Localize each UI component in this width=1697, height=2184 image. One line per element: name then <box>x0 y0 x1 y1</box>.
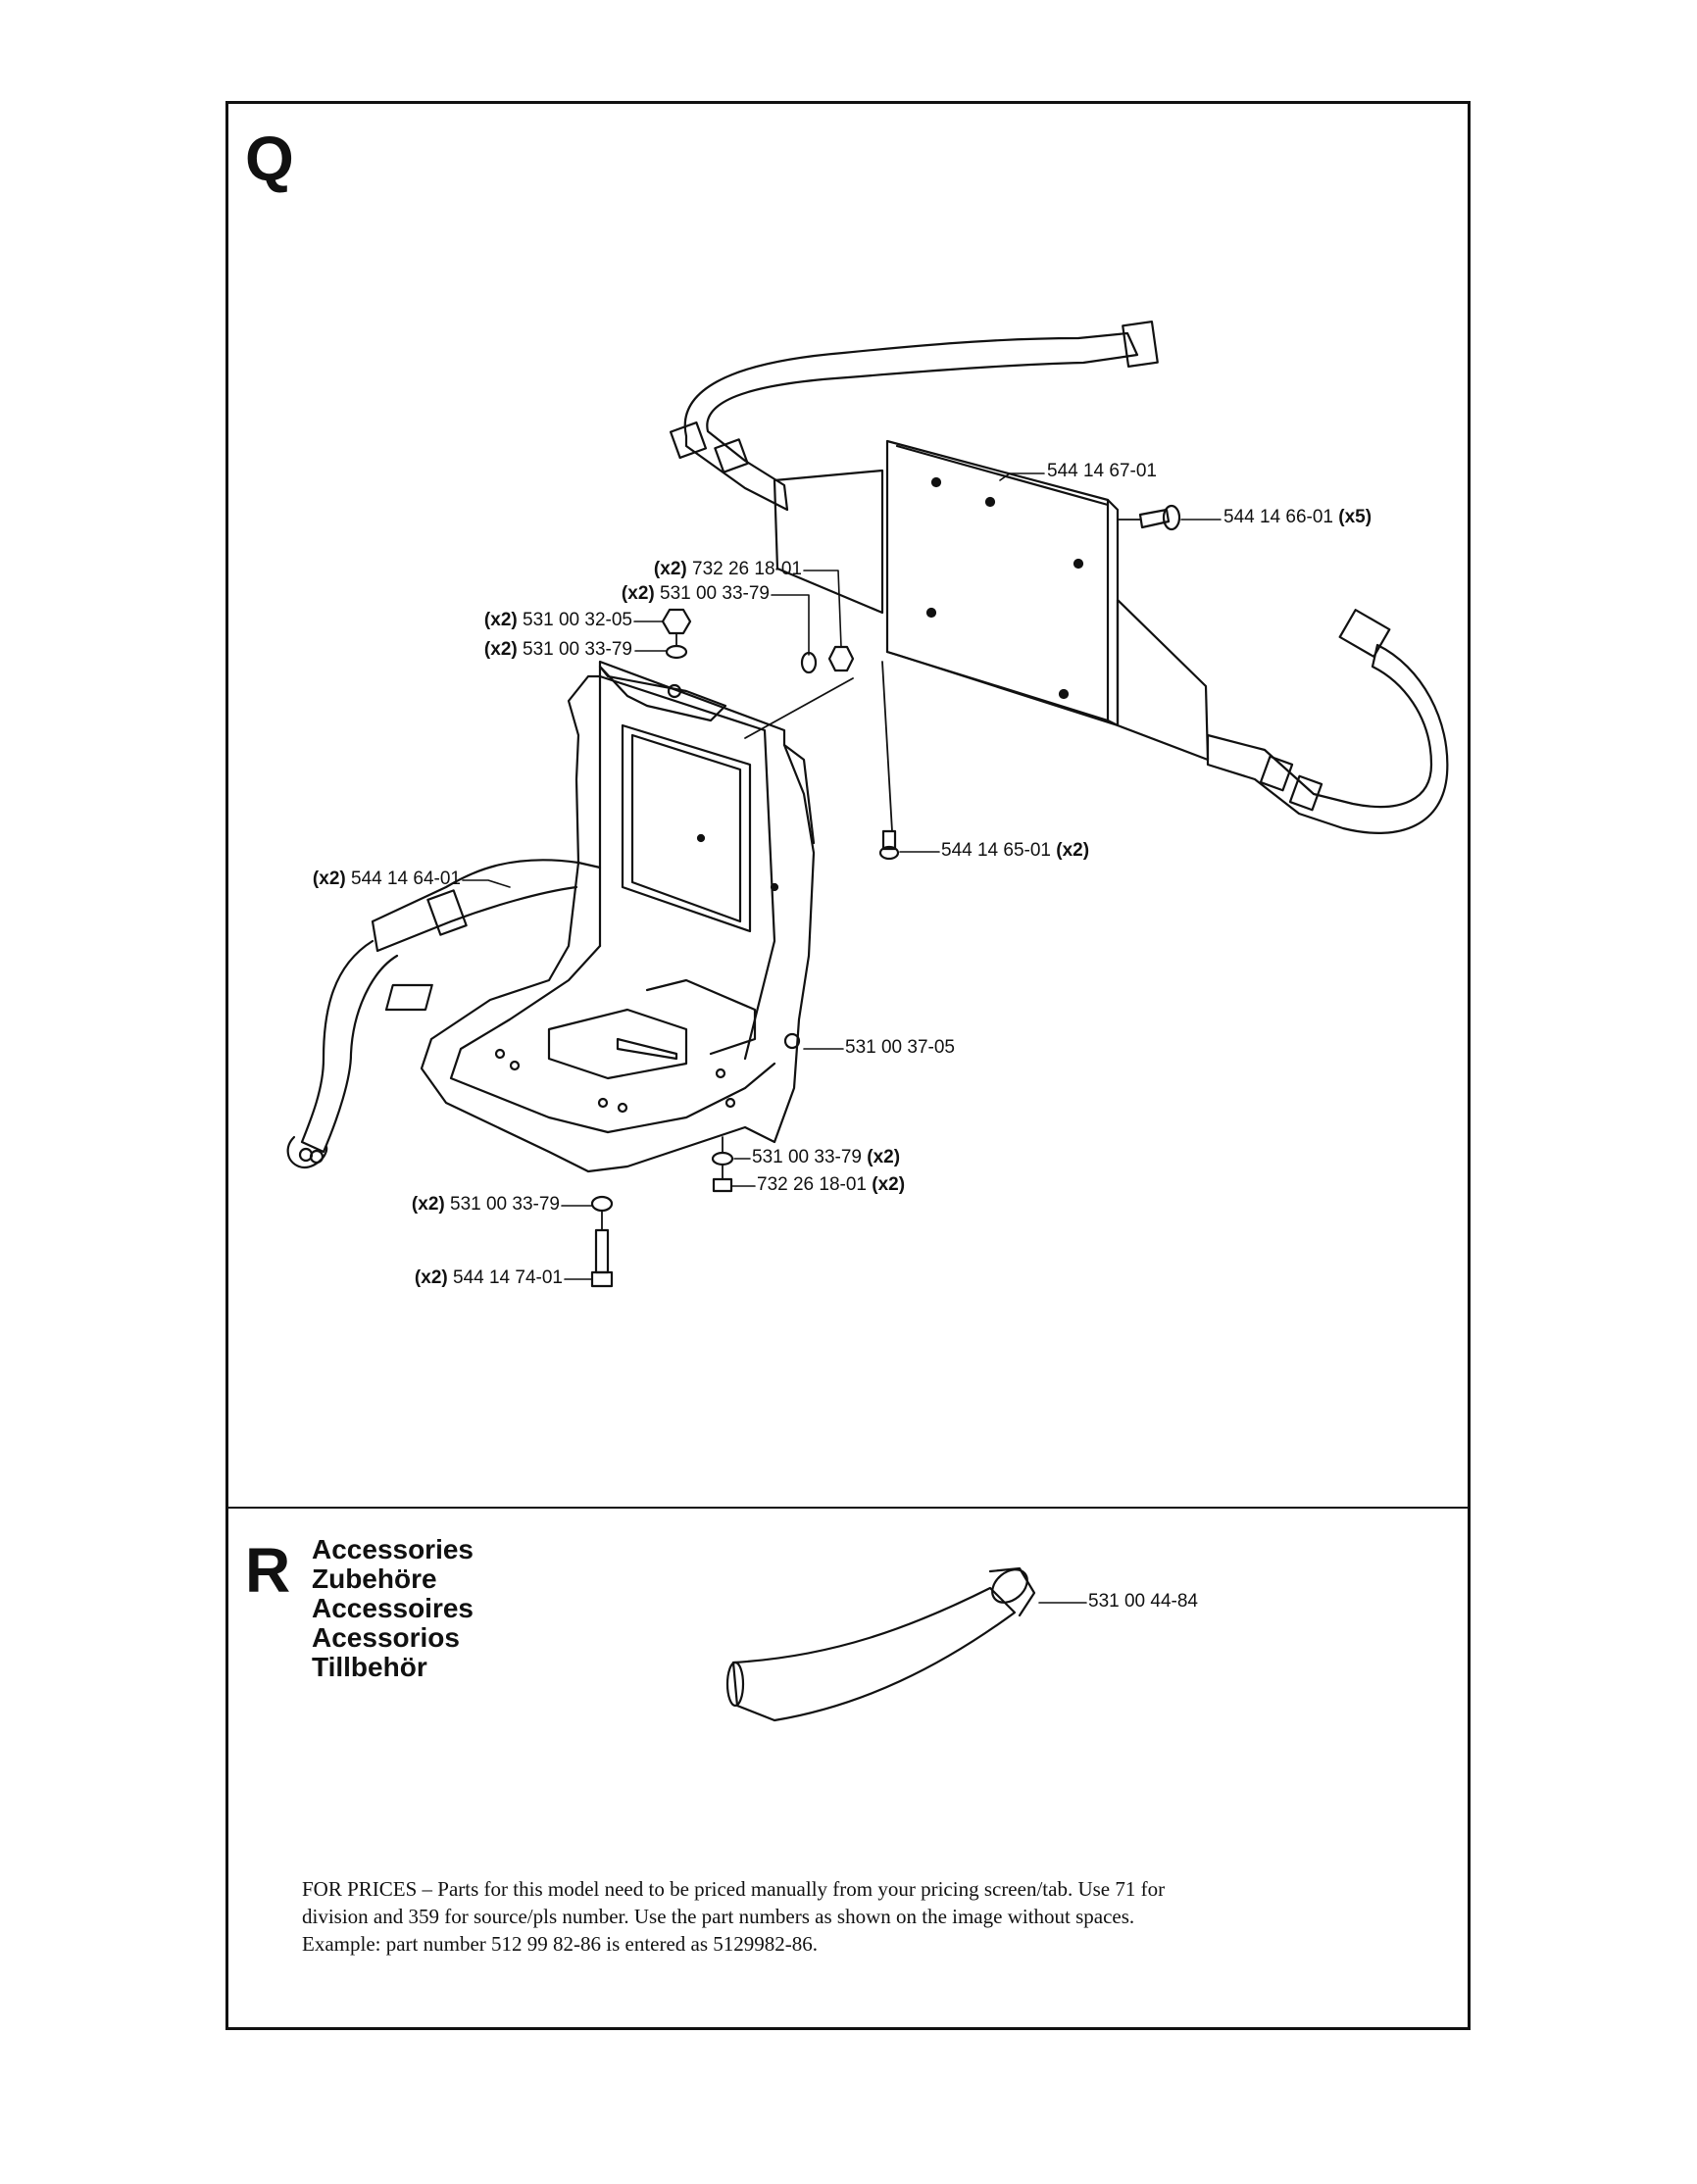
nut <box>712 1177 733 1193</box>
part-quantity: (x2) <box>867 1147 901 1167</box>
harness-buckle-lower <box>1338 609 1391 658</box>
harness-belt-upper <box>669 321 1159 512</box>
part-number: 531 00 37-05 <box>845 1037 955 1058</box>
part-callout: 732 26 18-01 (x2) <box>757 1174 905 1196</box>
nut <box>827 645 855 672</box>
back-plate <box>885 439 1120 727</box>
shoulder-strap <box>286 859 580 1169</box>
part-number: 531 00 32-05 <box>523 610 632 630</box>
assembly-lines <box>601 519 1141 1231</box>
part-callout: (x2) 531 00 33-79 <box>373 1194 560 1216</box>
part-quantity: (x2) <box>1056 840 1090 861</box>
backpack-frame <box>384 660 816 1173</box>
accessory-nozzle <box>725 1566 1036 1722</box>
part-quantity: (x2) <box>483 639 518 660</box>
pricing-note: FOR PRICES – Parts for this model need t… <box>302 1875 1420 1958</box>
part-number: 732 26 18-01 <box>757 1174 867 1195</box>
pricing-note-line: Example: part number 512 99 82-86 is ent… <box>302 1932 819 1956</box>
washer <box>800 651 818 674</box>
screw-head <box>878 845 900 861</box>
accessories-title-list: Accessories Zubehöre Accessoires Acessor… <box>312 1535 474 1682</box>
part-callout: 531 00 37-05 <box>845 1037 955 1059</box>
accessories-title: Acessorios <box>312 1622 460 1653</box>
section-r-letter: R <box>245 1535 291 1606</box>
part-callout: (x2) 531 00 32-05 <box>446 610 632 631</box>
shoulder-strap-buckle <box>426 889 468 936</box>
bolt <box>594 1228 610 1274</box>
bolt-head <box>590 1270 614 1288</box>
part-callout: (x2) 544 14 64-01 <box>273 869 461 890</box>
part-callout: (x2) 732 26 18-01 <box>618 559 802 580</box>
part-callout: (x2) 531 00 33-79 <box>588 583 770 605</box>
part-quantity: (x2) <box>414 1267 448 1288</box>
section-q-letter: Q <box>245 124 294 194</box>
washer <box>665 644 688 660</box>
part-quantity: (x2) <box>621 583 655 604</box>
part-number: 544 14 65-01 <box>941 840 1051 861</box>
harness-belt-lower <box>1206 609 1449 834</box>
washer <box>590 1195 614 1213</box>
part-number: 531 00 33-79 <box>523 639 632 660</box>
bolt <box>1138 508 1171 529</box>
pricing-note-line: FOR PRICES – Parts for this model need t… <box>302 1877 1166 1901</box>
part-callout: (x2) 531 00 33-79 <box>446 639 632 661</box>
part-callout: 544 14 67-01 <box>1047 461 1157 482</box>
harness-adjuster-lower <box>1288 774 1323 812</box>
washer <box>711 1151 734 1166</box>
pricing-note-line: division and 359 for source/pls number. … <box>302 1905 1135 1928</box>
accessories-title: Tillbehör <box>312 1652 427 1682</box>
part-number: 531 00 33-79 <box>450 1194 560 1215</box>
part-number: 531 00 33-79 <box>660 583 770 604</box>
nut <box>661 608 692 635</box>
part-number: 732 26 18-01 <box>692 559 802 579</box>
part-quantity: (x2) <box>411 1194 445 1215</box>
part-quantity: (x2) <box>872 1174 906 1195</box>
part-number: 544 14 67-01 <box>1047 461 1157 481</box>
accessories-title: Accessoires <box>312 1593 474 1623</box>
diagram-frame <box>225 101 1471 2030</box>
harness-buckle-upper <box>1122 321 1159 368</box>
part-quantity: (x2) <box>312 869 346 889</box>
nozzle-collar <box>991 1568 1028 1604</box>
harness-adjuster-lower <box>1259 755 1294 792</box>
part-callout: 531 00 44-84 <box>1088 1591 1198 1613</box>
part-number: 544 14 66-01 <box>1223 507 1333 527</box>
bolt-head <box>1162 504 1181 531</box>
harness-adjuster-upper <box>669 421 708 460</box>
part-callout: 531 00 33-79 (x2) <box>752 1147 900 1168</box>
part-number: 544 14 64-01 <box>351 869 461 889</box>
part-callout: (x2) 544 14 74-01 <box>373 1267 563 1289</box>
part-quantity: (x5) <box>1338 507 1373 527</box>
part-number: 544 14 74-01 <box>453 1267 563 1288</box>
hardware <box>590 504 1181 1288</box>
part-number: 531 00 44-84 <box>1088 1591 1198 1612</box>
part-number: 531 00 33-79 <box>752 1147 862 1167</box>
part-callout: 544 14 65-01 (x2) <box>941 840 1089 862</box>
accessories-title: Accessories <box>312 1534 474 1564</box>
part-quantity: (x2) <box>483 610 518 630</box>
leader-lines <box>462 472 1222 1604</box>
accessories-title: Zubehöre <box>312 1564 437 1594</box>
harness-adjuster-upper <box>714 438 749 473</box>
section-divider <box>225 1507 1471 1509</box>
part-quantity: (x2) <box>653 559 687 579</box>
part-callout: 544 14 66-01 (x5) <box>1223 507 1372 528</box>
